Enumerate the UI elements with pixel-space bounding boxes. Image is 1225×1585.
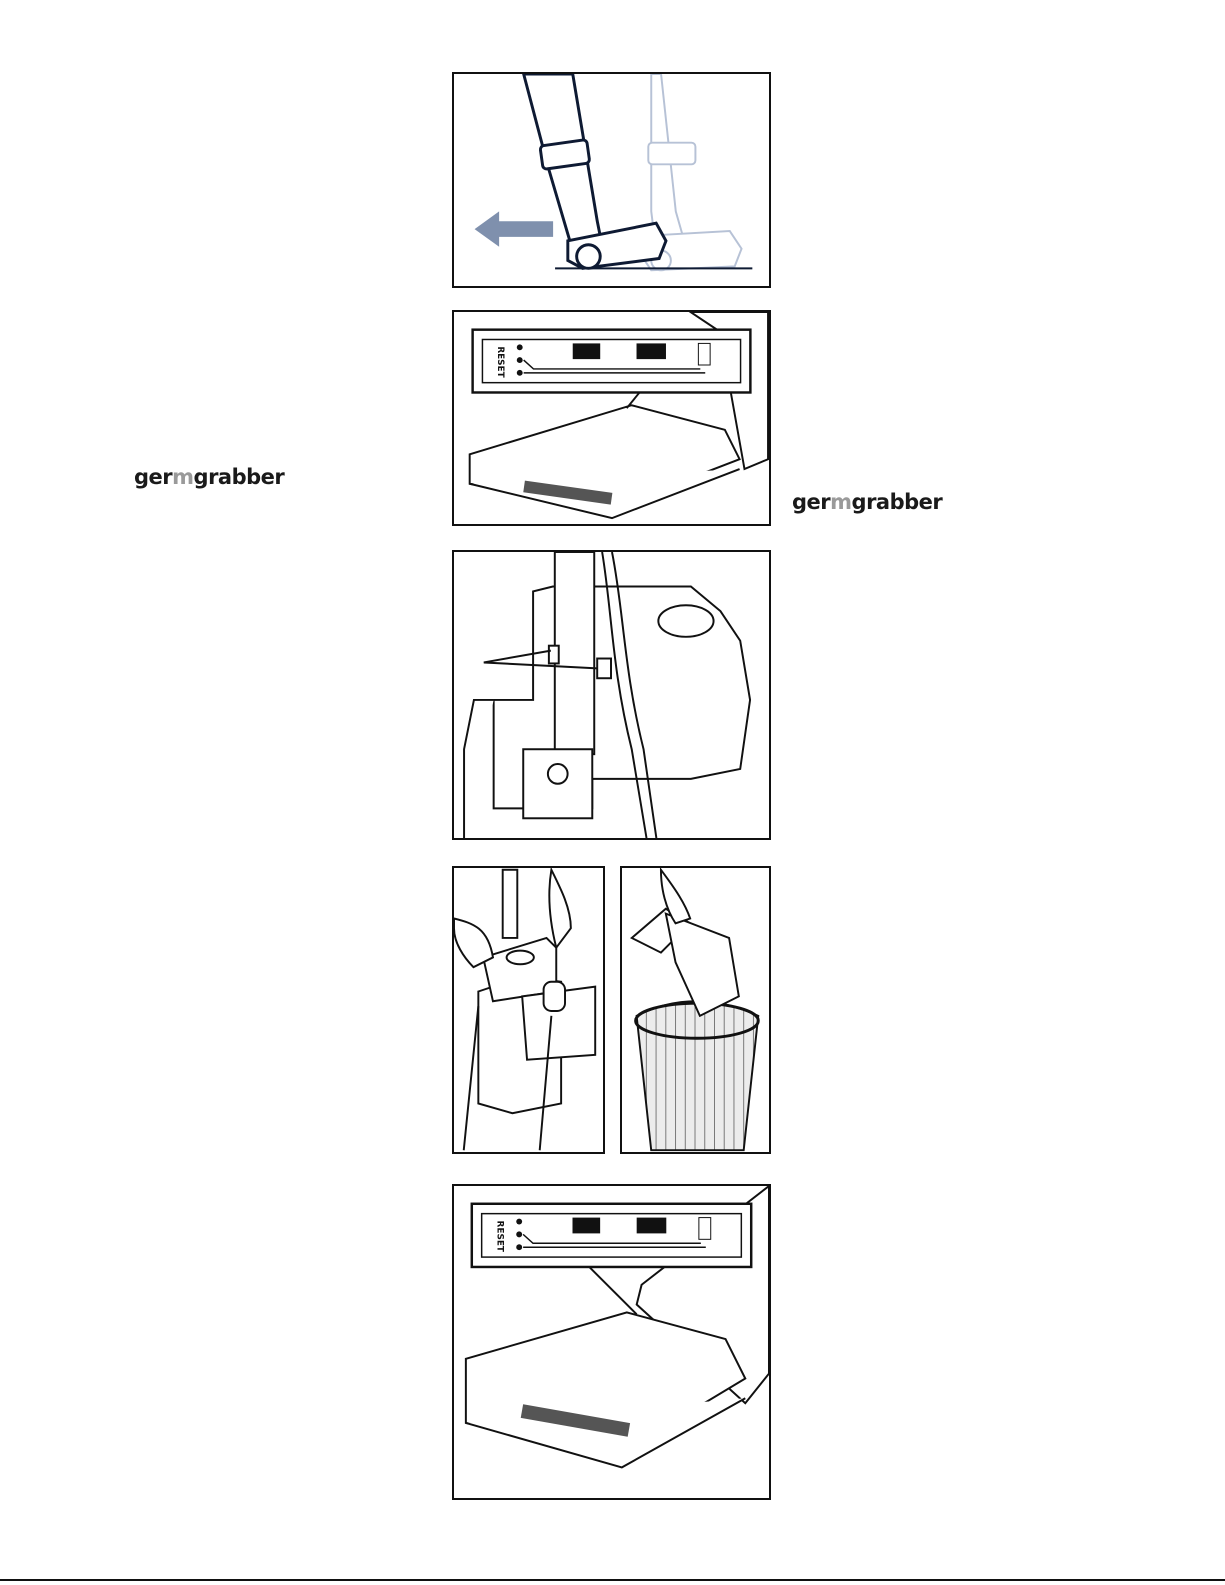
bag-latches-illustration <box>454 552 769 838</box>
figure-dispose-bag <box>620 866 771 1154</box>
figure-indicator-panel-1: RESET <box>452 310 771 526</box>
motor-icon-2 <box>637 1218 667 1234</box>
bag-icon <box>698 343 710 365</box>
figure-push-forward <box>452 72 771 288</box>
figure-remove-bag <box>452 866 605 1154</box>
remove-bag-illustration <box>454 868 603 1152</box>
germgrabber-logo-right: germgrabber <box>792 490 942 514</box>
indicator-panel-illustration-2: RESET <box>454 1186 769 1498</box>
reset-label-2: RESET <box>494 1221 504 1252</box>
trash-can <box>637 1001 759 1150</box>
figure-indicator-panel-2: RESET <box>452 1184 771 1500</box>
push-forward-illustration <box>454 74 769 286</box>
germgrabber-logo-left: germgrabber <box>134 465 284 489</box>
brush-icon-2 <box>573 1218 601 1234</box>
footer-rule <box>0 1579 1225 1581</box>
motor-icon <box>637 343 666 359</box>
arrow-left-icon <box>475 211 554 246</box>
figure-bag-latches <box>452 550 771 840</box>
dispose-bag-illustration <box>622 868 769 1152</box>
indicator-panel-illustration: RESET <box>454 312 769 524</box>
reset-label: RESET <box>495 346 505 377</box>
brush-icon <box>573 343 600 359</box>
bag-icon-2 <box>699 1218 711 1240</box>
